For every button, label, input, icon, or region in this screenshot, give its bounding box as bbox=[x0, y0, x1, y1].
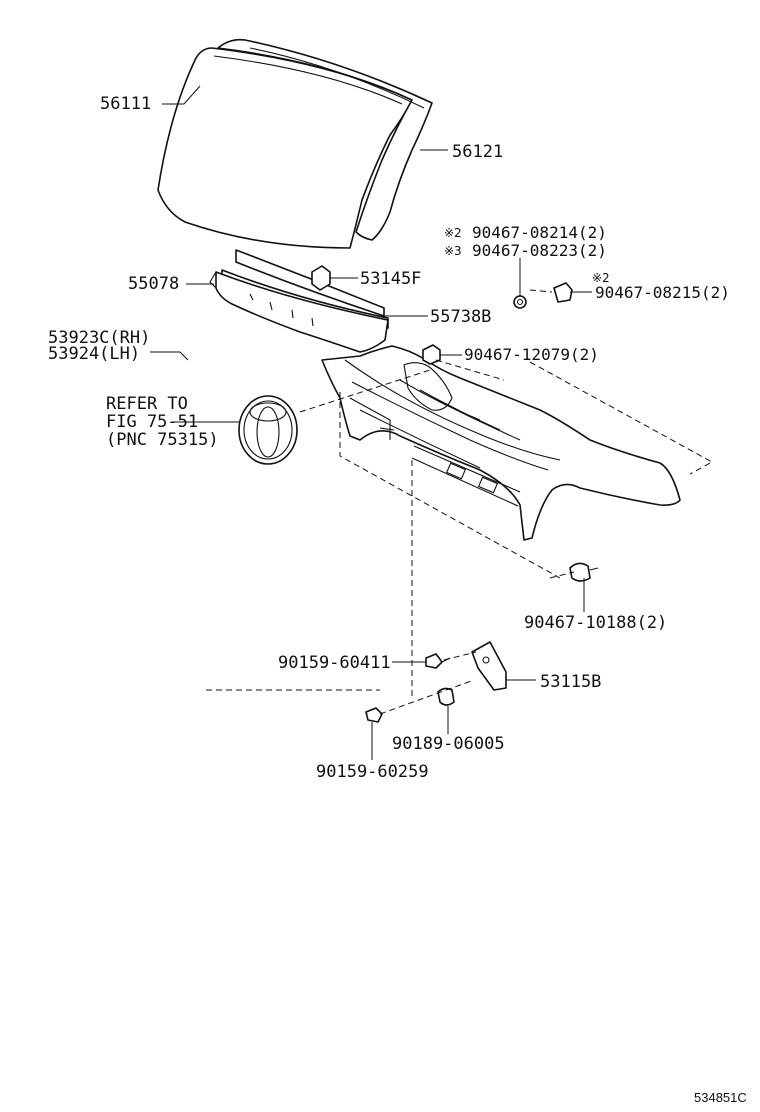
emblem-icon bbox=[238, 395, 298, 465]
label-56121: 56121 bbox=[452, 142, 503, 162]
label-55738b: 55738B bbox=[430, 307, 491, 327]
bolt-90159-60259-icon bbox=[365, 707, 383, 723]
label-90467-10188: 90467-10188(2) bbox=[524, 613, 667, 633]
label-note-mark-a: ※2 bbox=[444, 226, 462, 240]
catalog-code: 534851C bbox=[694, 1090, 747, 1105]
label-90467-08215: 90467-08215(2) bbox=[595, 283, 730, 302]
label-90189-06005: 90189-06005 bbox=[392, 734, 505, 754]
label-note-mark-c: ※2 bbox=[592, 271, 610, 285]
clip-90467-10188-icon bbox=[569, 562, 599, 582]
label-90467-12079: 90467-12079(2) bbox=[464, 345, 599, 364]
nut-90189-06005-icon bbox=[437, 687, 455, 706]
label-53115b: 53115B bbox=[540, 672, 601, 692]
label-53145f: 53145F bbox=[360, 269, 421, 289]
clip-90467-08215-icon bbox=[553, 282, 573, 303]
cowl-molding bbox=[209, 249, 389, 353]
clip-53145f-icon bbox=[311, 265, 331, 291]
label-53924-lh: 53924(LH) bbox=[48, 344, 140, 364]
leader-lines bbox=[150, 85, 592, 760]
label-refer-to: REFER TO bbox=[106, 394, 188, 414]
label-refer-fig: FIG 75-51 bbox=[106, 412, 198, 432]
bracket-53115b-icon bbox=[471, 641, 507, 691]
bolt-90159-60411-icon bbox=[425, 653, 451, 669]
label-55078: 55078 bbox=[128, 274, 179, 294]
label-90467-08214: 90467-08214(2) bbox=[472, 223, 607, 242]
windshield-weatherstrip bbox=[217, 38, 433, 241]
label-90159-60411: 90159-60411 bbox=[278, 653, 391, 673]
assembly-lines bbox=[206, 289, 714, 715]
label-90467-08223: 90467-08223(2) bbox=[472, 241, 607, 260]
label-90159-60259: 90159-60259 bbox=[316, 762, 429, 782]
label-note-mark-b: ※3 bbox=[444, 244, 462, 258]
label-refer-pnc: (PNC 75315) bbox=[106, 430, 219, 450]
label-53923c-rh: 53923C(RH) bbox=[48, 328, 150, 348]
clip-90467-08214-icon bbox=[513, 295, 527, 309]
label-56111: 56111 bbox=[100, 94, 151, 114]
clip-90467-12079-icon bbox=[422, 344, 441, 365]
radiator-grille bbox=[321, 345, 681, 541]
